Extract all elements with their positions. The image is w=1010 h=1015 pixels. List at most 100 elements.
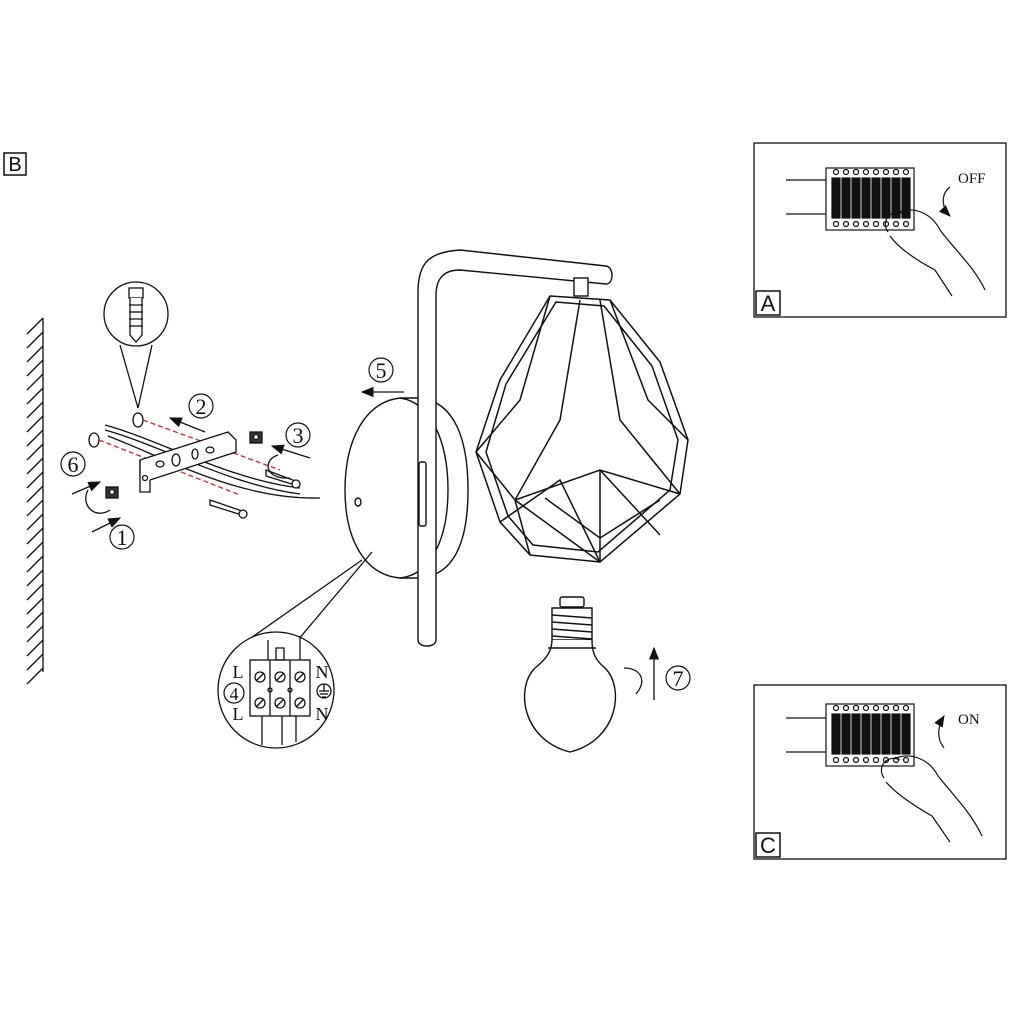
svg-text:1: 1 (117, 525, 128, 550)
breaker-switch (831, 177, 841, 219)
breaker-switch (851, 177, 861, 219)
breaker-terminal (852, 756, 860, 764)
wall-plug-icon (128, 287, 144, 343)
breaker-terminal (832, 220, 840, 228)
terminal-screws (254, 671, 306, 709)
breaker-switch (841, 713, 851, 755)
wall-hatch-line (26, 541, 44, 559)
wall-hatch-line (26, 345, 44, 363)
terminal-label-top-right: N (316, 662, 329, 682)
step-2: 2 (188, 393, 214, 419)
breaker-terminal (882, 168, 890, 176)
wall-lamp (344, 249, 613, 647)
breaker-terminal (872, 168, 880, 176)
wall-plug-detail (103, 281, 169, 409)
panel-a-fuse-box (786, 167, 915, 231)
breaker-switch (901, 177, 911, 219)
breaker-terminal (872, 220, 880, 228)
panel-c-fuse-box (786, 703, 915, 767)
breaker-switch (891, 177, 901, 219)
panel-c: ON C (753, 684, 1007, 860)
breaker-switch (861, 713, 871, 755)
breaker-terminal (852, 168, 860, 176)
panel-b-label: B (3, 152, 27, 176)
step-4: 4 (223, 682, 245, 704)
nut-bottom (105, 486, 119, 499)
wall-hatch-line (26, 387, 44, 405)
panel-a-off-label: OFF (958, 171, 986, 187)
wall-hole-top (132, 412, 144, 428)
breaker-switch (841, 177, 851, 219)
wall-hatch-line (26, 667, 44, 685)
breaker-terminal (832, 168, 840, 176)
breaker-terminal (882, 704, 890, 712)
breaker-switch (891, 713, 901, 755)
breaker-terminal (832, 756, 840, 764)
step-1: 1 (109, 524, 135, 550)
wall-hatch-line (26, 401, 44, 419)
light-bulb (523, 596, 617, 753)
breaker-terminal (892, 220, 900, 228)
breaker-terminal (842, 220, 850, 228)
svg-text:5: 5 (376, 358, 387, 383)
breaker-switch (901, 713, 911, 755)
breaker-switch (851, 713, 861, 755)
wall-hatch-line (26, 485, 44, 503)
wall-hatch-line (26, 373, 44, 391)
mounting-bracket (139, 431, 237, 481)
mounting-bracket-assembly (88, 412, 321, 519)
wall-hatch-line (26, 499, 44, 517)
breaker-switch (881, 177, 891, 219)
breaker-terminal (902, 220, 910, 228)
panel-c-on-label: ON (958, 712, 980, 728)
breaker-terminal (862, 756, 870, 764)
breaker-terminal (832, 704, 840, 712)
breaker-terminal (842, 704, 850, 712)
panel-a-letter: A (761, 291, 776, 316)
svg-text:6: 6 (68, 452, 79, 477)
breaker-terminal (842, 756, 850, 764)
wall-hatch-line (26, 415, 44, 433)
breaker-terminal (852, 220, 860, 228)
step-5: 5 (368, 357, 394, 383)
earth-icon (316, 683, 332, 699)
breaker-terminal (902, 168, 910, 176)
wall-hatch-line (26, 653, 44, 671)
panel-a-hand (884, 209, 986, 297)
wall-hatch-line (26, 625, 44, 643)
wall-hatch-line (26, 527, 44, 545)
breaker-switch (861, 177, 871, 219)
wall-hatch-line (26, 359, 44, 377)
breaker-terminal (872, 704, 880, 712)
wall-hatch-line (26, 317, 44, 335)
breaker-terminal (902, 704, 910, 712)
nut-top (249, 431, 263, 444)
breaker-switch (871, 177, 881, 219)
terminal-label-top-left: L (233, 662, 244, 682)
lamp-arm (417, 249, 613, 647)
breaker-terminal (872, 756, 880, 764)
svg-text:3: 3 (293, 423, 304, 448)
step-3: 3 (285, 422, 311, 448)
wall-hatch-line (26, 611, 44, 629)
wall-hatch-line (26, 443, 44, 461)
breaker-terminal (862, 220, 870, 228)
wall-hole-bottom (88, 432, 100, 448)
panel-c-letter: C (760, 833, 776, 858)
step-6: 6 (60, 451, 86, 477)
breaker-terminal (862, 168, 870, 176)
svg-text:4: 4 (230, 684, 239, 704)
breaker-terminal (892, 704, 900, 712)
lamp-canopy (344, 397, 469, 579)
breaker-switch (871, 713, 881, 755)
wall-hatch-line (26, 331, 44, 349)
breaker-terminal (892, 168, 900, 176)
breaker-terminal (862, 704, 870, 712)
wall-hatch-line (26, 513, 44, 531)
svg-text:7: 7 (673, 666, 684, 691)
panel-a: OFF A (753, 142, 1007, 318)
step-arrows-bracket (71, 417, 311, 533)
wall-hatch-line (26, 457, 44, 475)
terminal-block-detail (217, 551, 373, 749)
